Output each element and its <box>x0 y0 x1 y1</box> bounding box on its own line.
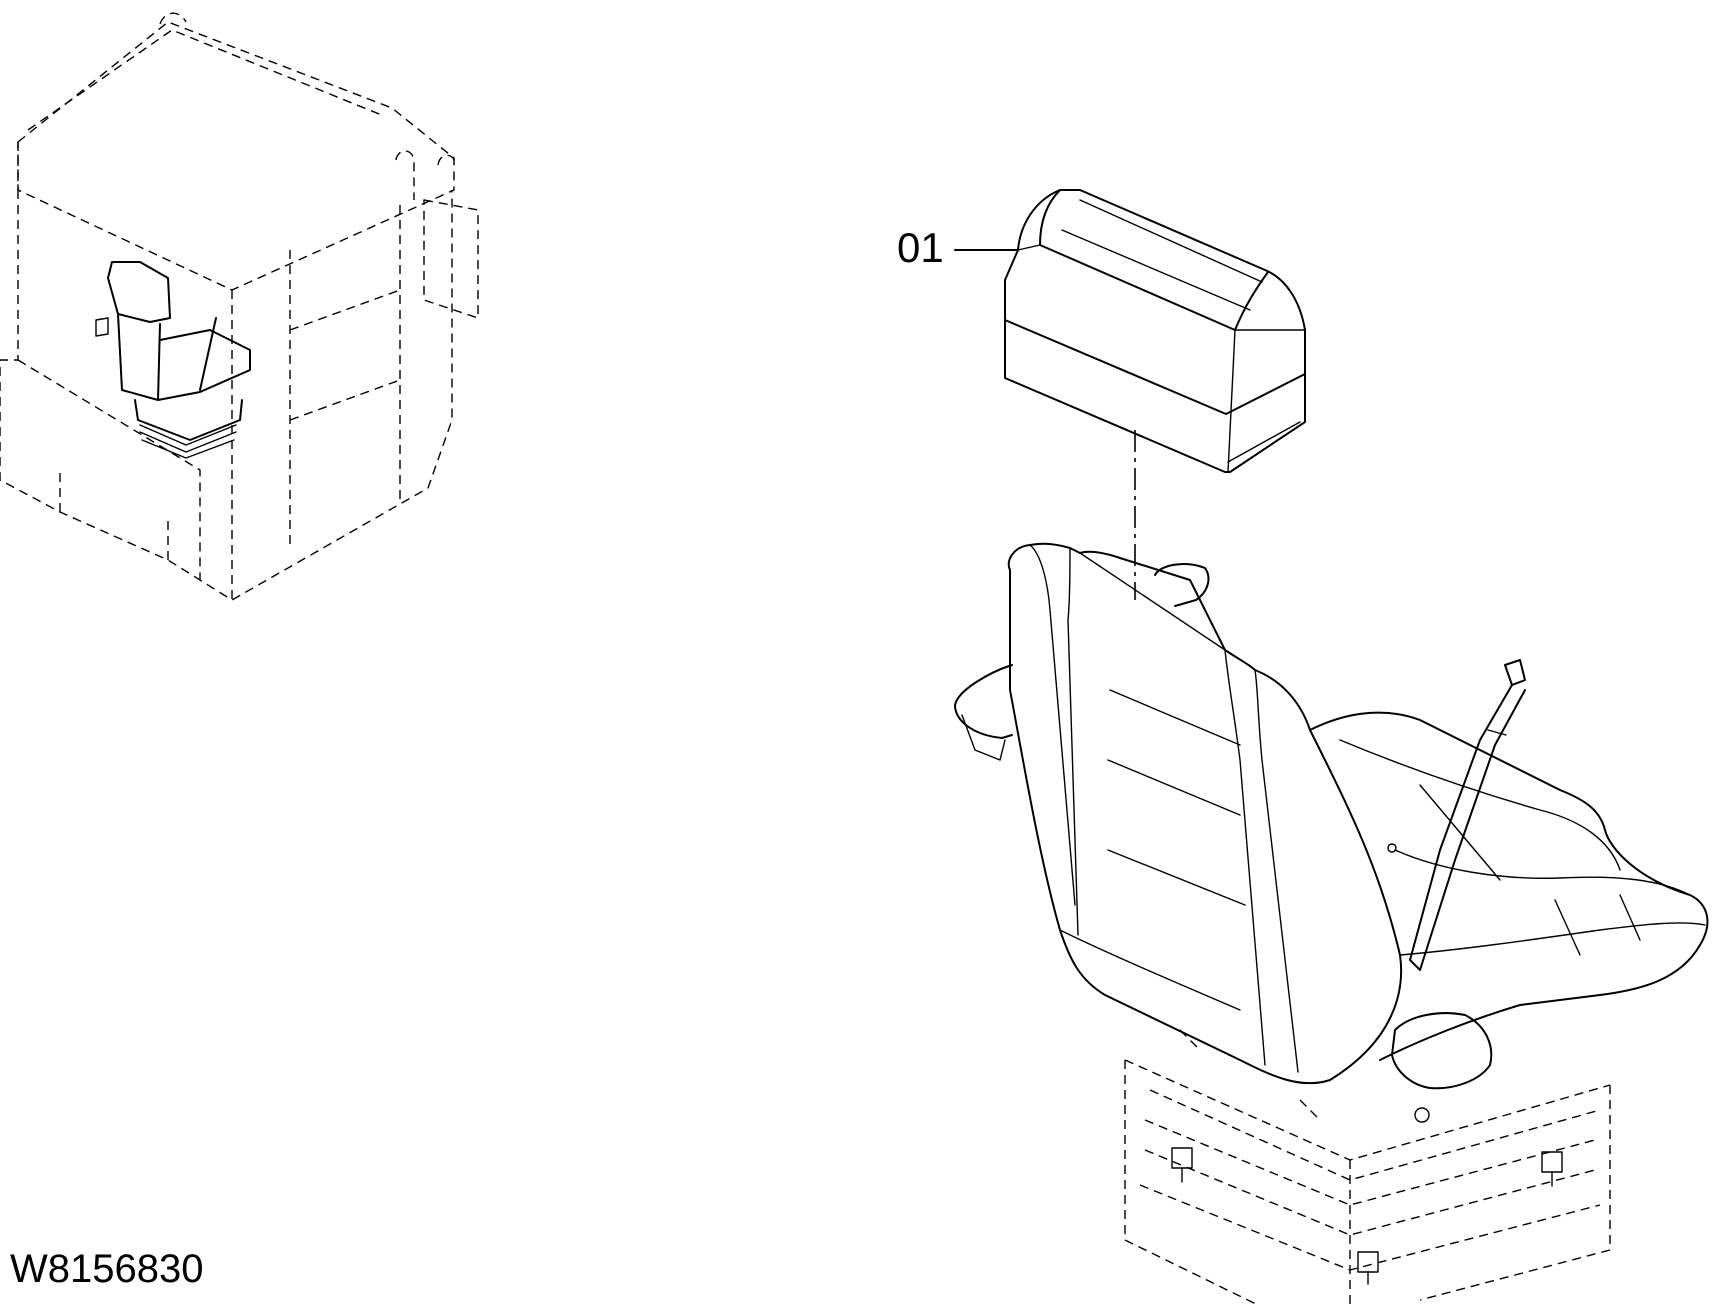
seat-assembly-icon <box>954 542 1709 1305</box>
mounting-bolts <box>1171 1147 1563 1285</box>
drawing-number: W8156830 <box>10 1247 204 1291</box>
callout-label-01: 01 <box>897 224 944 271</box>
headrest-part-icon <box>1004 189 1306 473</box>
cab-seat-icon <box>95 261 251 459</box>
cab-overview-icon <box>0 12 479 601</box>
